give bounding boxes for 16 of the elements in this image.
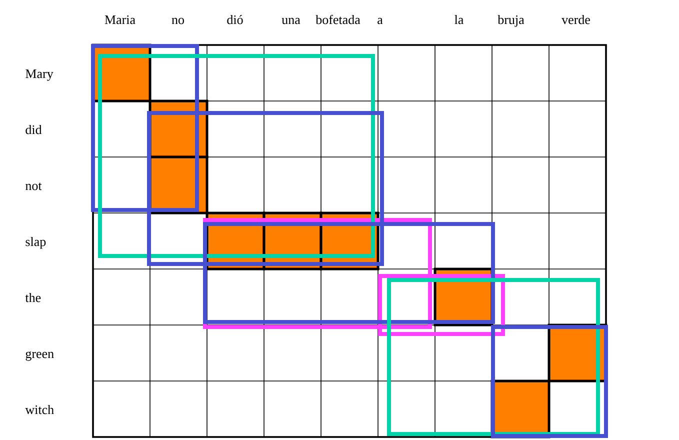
row-word: green xyxy=(26,351,54,361)
column-word: a xyxy=(378,18,383,24)
row-word: witch xyxy=(25,405,54,414)
row-word: not xyxy=(26,182,42,190)
row-word: slap xyxy=(26,236,46,249)
row-word: did xyxy=(26,124,42,134)
row-word: the xyxy=(25,293,41,302)
column-word: bruja xyxy=(498,14,524,27)
column-word: bofetada xyxy=(316,14,360,24)
row-word: Mary xyxy=(26,70,54,81)
column-word: no xyxy=(172,18,184,24)
column-word: la xyxy=(454,14,464,24)
column-word: Maria xyxy=(104,15,136,24)
column-word: dió xyxy=(227,14,243,24)
column-word: verde xyxy=(562,14,590,24)
column-word: una xyxy=(282,18,300,24)
